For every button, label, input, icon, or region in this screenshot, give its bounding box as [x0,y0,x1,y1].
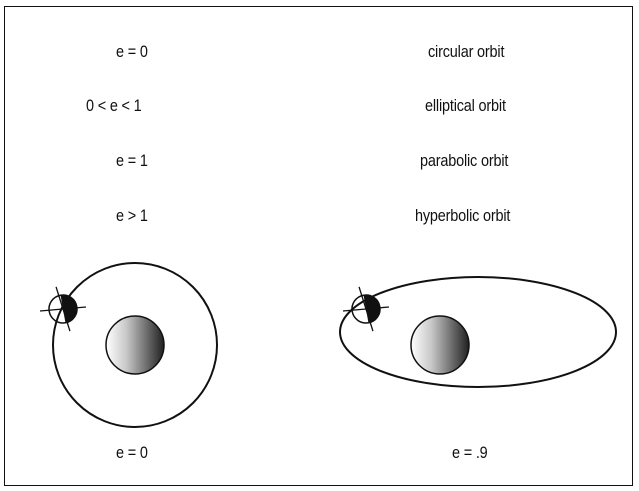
circular-orbit-diagram [36,263,217,427]
central-body-left [106,316,164,374]
central-body-right [411,316,469,374]
elliptical-orbit-diagram [339,277,616,387]
elliptical-orbit-path [340,277,616,387]
satellite-left-icon [36,282,89,335]
elliptical-orbit-label: e = .9 [452,443,488,463]
circular-orbit-label: e = 0 [116,443,148,463]
satellite-right-icon [339,282,392,335]
